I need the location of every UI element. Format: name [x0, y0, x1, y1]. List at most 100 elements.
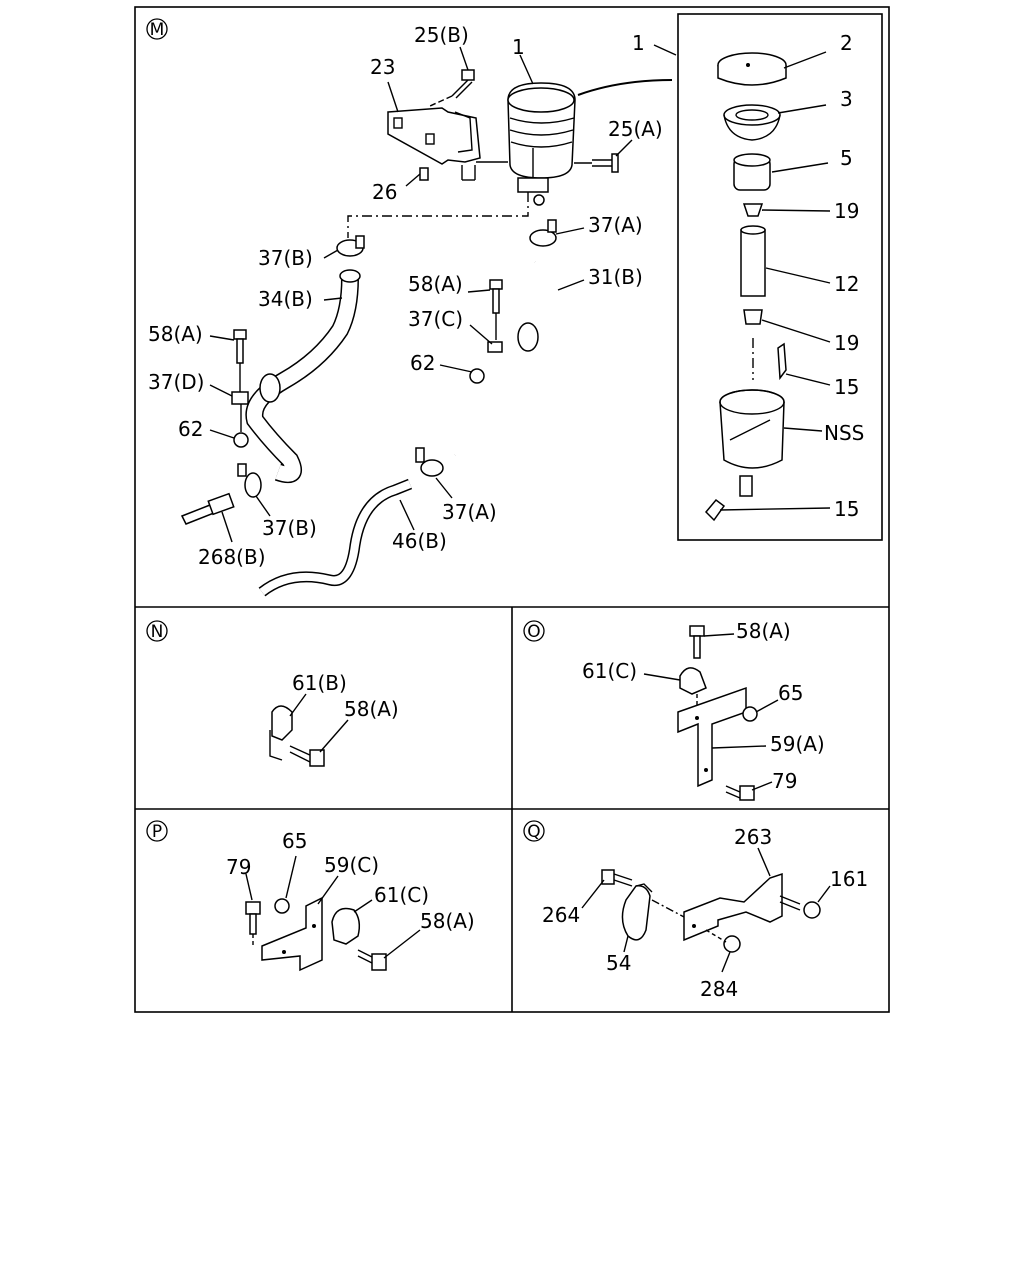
nut-65-o: [742, 706, 758, 722]
bolt-79-o: [725, 785, 755, 801]
filter-5: [733, 153, 771, 191]
clamp-61c-o: [679, 667, 707, 695]
nut-62-left: [233, 432, 249, 448]
bolt-58a-o: [689, 625, 705, 659]
bolt-263-stud: [779, 895, 801, 911]
label-263: 263: [734, 825, 772, 849]
label-161: 161: [830, 867, 868, 891]
label-25b: 25(B): [414, 23, 469, 47]
label-61c-p: 61(C): [374, 883, 429, 907]
nut-62-mid: [469, 368, 485, 384]
label-3: 3: [840, 87, 853, 111]
label-12: 12: [834, 272, 859, 296]
label-58a-left: 58(A): [148, 322, 203, 346]
m-leaders: [209, 44, 831, 543]
label-37b-bottom: 37(B): [262, 516, 317, 540]
section-marker-q: Q: [523, 820, 545, 842]
label-65-p: 65: [282, 829, 307, 853]
clamp-37d: [231, 373, 281, 405]
m-labels: 1 1 2 3 5 19 12 19 15 NSS 15 25(B) 23 25…: [148, 23, 864, 569]
clamp-37b-top: [336, 235, 365, 257]
clip-15-bottom: [704, 498, 726, 522]
label-268b: 268(B): [198, 545, 266, 569]
bolt-58a-p: [357, 949, 387, 971]
label-15-bottom: 15: [834, 497, 859, 521]
label-62-left: 62: [178, 417, 203, 441]
label-31b: 31(B): [588, 265, 643, 289]
label-nss: NSS: [824, 421, 864, 445]
clamp-37b-bottom: [237, 463, 262, 498]
nut-161: [803, 901, 821, 919]
label-2: 2: [840, 31, 853, 55]
label-1-detail: 1: [632, 31, 645, 55]
reservoir-assembly: [507, 82, 576, 206]
bolt-58a-n: [289, 745, 325, 767]
section-marker-o: O: [523, 620, 545, 642]
svg-text:N: N: [151, 622, 164, 642]
svg-text:Q: Q: [527, 822, 540, 842]
diagram-frame: [134, 6, 890, 1013]
bolt-79-p: [245, 901, 261, 935]
label-15-top: 15: [834, 375, 859, 399]
label-37b-top: 37(B): [258, 246, 313, 270]
label-264: 264: [542, 903, 580, 927]
label-34b: 34(B): [258, 287, 313, 311]
label-54: 54: [606, 951, 631, 975]
section-marker-p: P: [146, 820, 168, 842]
label-61c-o: 61(C): [582, 659, 637, 683]
label-79-o: 79: [772, 769, 797, 793]
bolt-264: [601, 869, 633, 887]
svg-text:M: M: [150, 20, 165, 40]
label-37d: 37(D): [148, 370, 204, 394]
seal-3: [723, 104, 781, 141]
label-58a-p: 58(A): [420, 909, 475, 933]
label-19-top: 19: [834, 199, 859, 223]
svg-text:O: O: [527, 622, 540, 642]
bracket-23: [387, 107, 481, 165]
bolt-58a-mid: [489, 279, 503, 314]
label-62-mid: 62: [410, 351, 435, 375]
label-59c: 59(C): [324, 853, 379, 877]
bolt-25b: [451, 69, 475, 99]
nut-284: [723, 935, 741, 953]
label-65-o: 65: [778, 681, 803, 705]
label-58a-o: 58(A): [736, 619, 791, 643]
bracket-59c: [261, 896, 323, 972]
clamp-54: [621, 883, 653, 941]
clamp-37a-top: [529, 219, 557, 247]
label-37a-bottom: 37(A): [442, 500, 497, 524]
clamp-61c-p: [331, 907, 361, 945]
q-leaders: [581, 847, 831, 973]
bracket-59a: [677, 686, 747, 788]
label-284: 284: [700, 977, 738, 1001]
o-leaders: [643, 633, 779, 791]
p-leaders: [245, 855, 421, 959]
detail-arrow: [577, 79, 673, 96]
nut-65-p: [274, 898, 290, 914]
bolt-25a: [592, 153, 619, 173]
label-25a: 25(A): [608, 117, 663, 141]
label-1: 1: [512, 35, 525, 59]
grommet-19-bottom: [743, 309, 763, 325]
label-58a-n: 58(A): [344, 697, 399, 721]
clip-15-top: [777, 342, 787, 381]
label-61b: 61(B): [292, 671, 347, 695]
cap-2: [717, 52, 787, 86]
clamp-37c: [487, 322, 539, 353]
label-23: 23: [370, 55, 395, 79]
label-19-bottom: 19: [834, 331, 859, 355]
nut-26: [419, 167, 429, 181]
svg-text:P: P: [152, 822, 162, 842]
bolt-58a-left: [233, 329, 247, 364]
label-59a: 59(A): [770, 732, 825, 756]
label-37c: 37(C): [408, 307, 463, 331]
tube-12: [740, 225, 766, 297]
fitting-268b: [180, 492, 235, 525]
label-26: 26: [372, 180, 397, 204]
n-leaders: [289, 693, 349, 753]
label-37a-top: 37(A): [588, 213, 643, 237]
label-58a-mid: 58(A): [408, 272, 463, 296]
grommet-19-top: [742, 203, 764, 217]
label-79-p: 79: [226, 855, 251, 879]
